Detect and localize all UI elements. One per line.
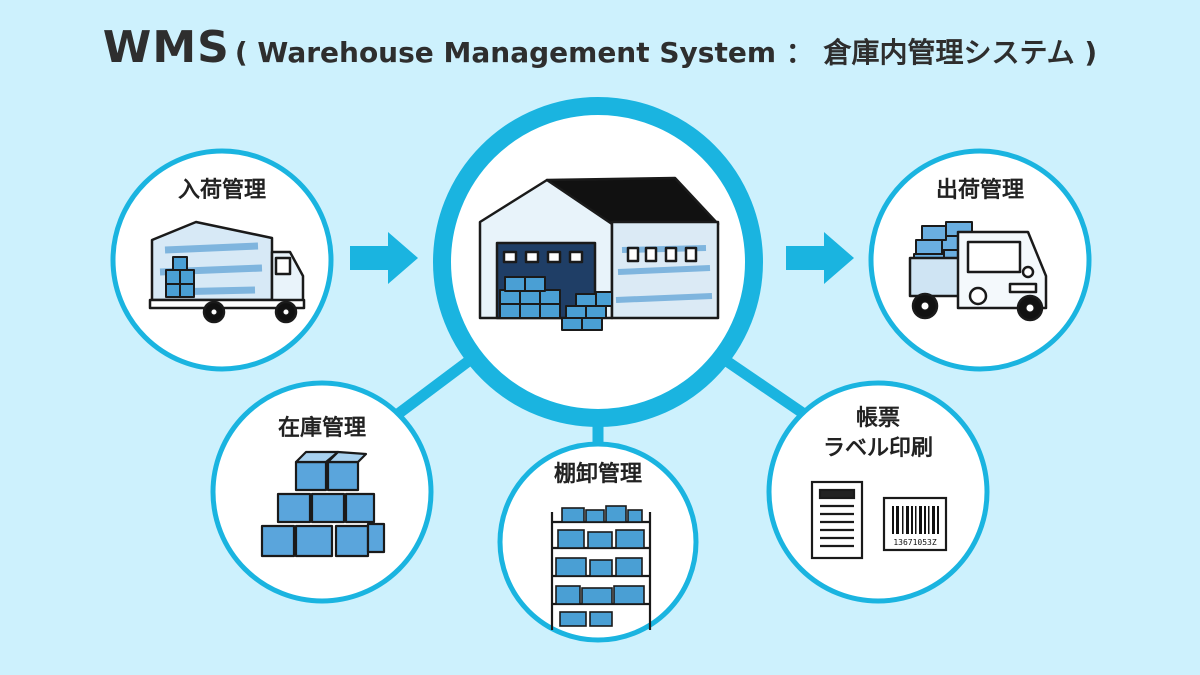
shelf-icon: [550, 505, 652, 630]
page-title: WMS ( Warehouse Management System ： 倉庫内管…: [0, 22, 1200, 73]
truck-icon: [148, 220, 306, 324]
connector-inventory: [386, 355, 474, 425]
document-icon: [810, 480, 864, 560]
cube-stack-icon: [260, 450, 386, 558]
label-shipping: 出荷管理: [935, 178, 1024, 203]
label-receiving: 入荷管理: [177, 178, 266, 203]
shelving-node: [497, 441, 699, 643]
shipping-node: [868, 148, 1092, 372]
connector-labels: [724, 357, 814, 423]
inventory-node: [210, 380, 434, 604]
label-inventory: 在庫管理: [277, 416, 366, 441]
warehouse-node: [433, 97, 763, 427]
title-acronym: WMS: [102, 22, 230, 73]
title-expansion: ( Warehouse Management System ： 倉庫内管理システ…: [234, 36, 1098, 69]
label-forms: 帳票: [855, 406, 900, 431]
truck-icon: [908, 221, 1048, 322]
arrow-right-icon: [350, 232, 418, 284]
labels-node: 13671053Z: [766, 380, 990, 604]
label-shelving: 棚卸管理: [553, 462, 642, 487]
barcode-number: 13671053Z: [893, 538, 937, 547]
receiving-node: [110, 148, 334, 372]
barcode-icon: 13671053Z: [882, 496, 948, 552]
label-label-printing: ラベル印刷: [822, 436, 933, 461]
warehouse-icon: [478, 176, 720, 331]
arrow-right-icon: [786, 232, 854, 284]
